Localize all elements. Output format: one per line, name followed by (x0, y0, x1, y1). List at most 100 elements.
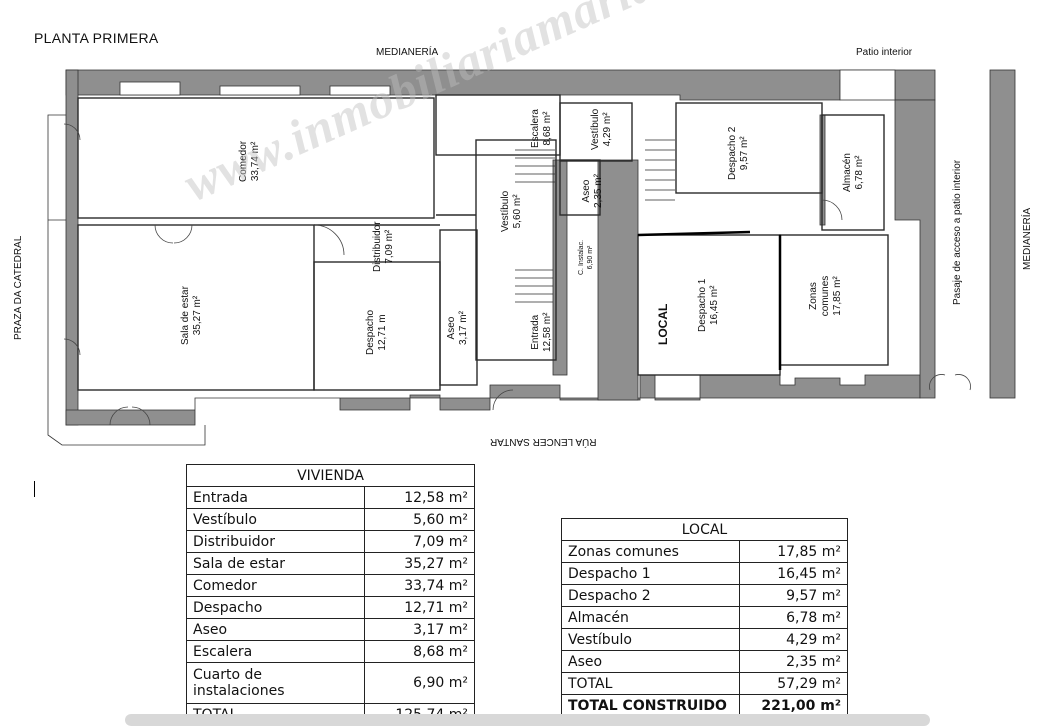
room-lines (77, 94, 889, 391)
room-name: Aseo (446, 316, 457, 340)
despacho1-wall (637, 230, 751, 237)
horizontal-scrollbar[interactable] (125, 714, 930, 726)
row-value: 35,27 m² (364, 552, 475, 575)
pasaje-label: Pasaje de acceso a patio interior (952, 159, 963, 305)
row-label: Sala de estar (186, 552, 365, 575)
room-name: Vestíbulo (590, 108, 601, 150)
row-label: Aseo (561, 650, 740, 673)
row-label: Vestíbulo (561, 628, 740, 651)
medianeria-right-label: MEDIANERÍA (1022, 207, 1033, 270)
row-value: 6,90 m² (364, 662, 475, 704)
row-value: 9,57 m² (739, 584, 848, 607)
row-label: Despacho (186, 596, 365, 619)
row-value: 4,29 m² (739, 628, 848, 651)
room-name: Aseo (581, 179, 592, 203)
room-area: 12,71 m (377, 314, 388, 351)
room-name: Distribuidor (372, 221, 383, 272)
row-value: 7,09 m² (364, 530, 475, 553)
row-value: 6,78 m² (739, 606, 848, 629)
room-vestibulo-viv: Vestíbulo 5,60 m² (500, 191, 524, 232)
row-value: 5,60 m² (364, 508, 475, 531)
room-area: 4,29 m² (602, 112, 613, 147)
room-area: 6,78 m² (854, 155, 865, 190)
room-name: Despacho (365, 309, 376, 355)
room-area: 9,57 m² (739, 136, 750, 171)
room-almacen: Almacén 6,78 m² (842, 153, 866, 192)
room-area: 3,17 m² (458, 311, 469, 345)
street-label: RÚA LENCER SANTAR (490, 436, 597, 447)
praza-label: PRAZA DA CATEDRAL (13, 235, 24, 340)
room-name: Entrada (530, 314, 541, 350)
row-value: 12,58 m² (364, 486, 475, 509)
row-label: Despacho 1 (561, 562, 740, 585)
row-label: Escalera (186, 640, 365, 663)
row-value: 221,00 m² (739, 694, 848, 717)
row-value: 33,74 m² (364, 574, 475, 597)
row-value: 3,17 m² (364, 618, 475, 641)
room-escalera: Escalera 8,68 m² (530, 109, 554, 148)
room-area: 8,68 m² (542, 111, 553, 146)
room-area: 2,35 m² (593, 174, 604, 208)
room-area: 6,90 m² (587, 245, 594, 270)
plan-title: PLANTA PRIMERA (34, 30, 159, 46)
windows (119, 69, 896, 101)
row-label: Comedor (186, 574, 365, 597)
vivienda-title: VIVIENDA (186, 464, 475, 487)
floor-plan: PLANTA PRIMERA MEDIANERÍA Patio interior… (13, 0, 1033, 447)
row-label: Entrada (186, 486, 365, 509)
floor-plan-drawing (47, 69, 1016, 446)
room-name: C. Instalac. (578, 239, 585, 275)
row-value: 57,29 m² (739, 672, 848, 695)
room-area: 5,60 m² (512, 194, 523, 229)
room-aseo-loc: Aseo 2,35 m² (581, 174, 605, 208)
room-despacho: Despacho 12,71 m (365, 310, 389, 355)
room-aseo-viv: Aseo 3,17 m² (446, 311, 470, 345)
room-despacho2: Despacho 2 9,57 m² (727, 127, 751, 180)
room-area: 16,45 m² (709, 285, 720, 326)
room-sala: Sala de estar 35,27 m² (180, 286, 204, 345)
row-label: Vestíbulo (186, 508, 365, 531)
row-label-line: Cuarto de (193, 667, 262, 683)
room-name: Comedor (238, 140, 249, 182)
room-area: 12,58 m² (542, 312, 553, 352)
row-value: 16,45 m² (739, 562, 848, 585)
row-label: Aseo (186, 618, 365, 641)
room-area: 35,27 m² (192, 295, 203, 336)
row-value: 17,85 m² (739, 540, 848, 563)
row-value: 12,71 m² (364, 596, 475, 619)
local-title: LOCAL (561, 518, 848, 541)
row-label: Despacho 2 (561, 584, 740, 607)
room-despacho1: Despacho 1 16,45 m² (697, 279, 721, 332)
row-label: Almacén (561, 606, 740, 629)
stairs (515, 139, 675, 303)
room-name: Despacho 2 (727, 126, 738, 180)
row-value: 8,68 m² (364, 640, 475, 663)
room-area: 33,74 m² (250, 141, 261, 182)
room-vestibulo-loc: Vestíbulo 4,29 m² (590, 109, 614, 150)
row-label: Zonas comunes (561, 540, 740, 563)
room-name: Despacho 1 (697, 278, 708, 332)
row-value: 2,35 m² (739, 650, 848, 673)
room-comedor: Comedor 33,74 m² (238, 141, 262, 182)
doors (63, 123, 971, 426)
local-label: LOCAL (656, 303, 670, 345)
room-name: Escalera (530, 109, 541, 148)
